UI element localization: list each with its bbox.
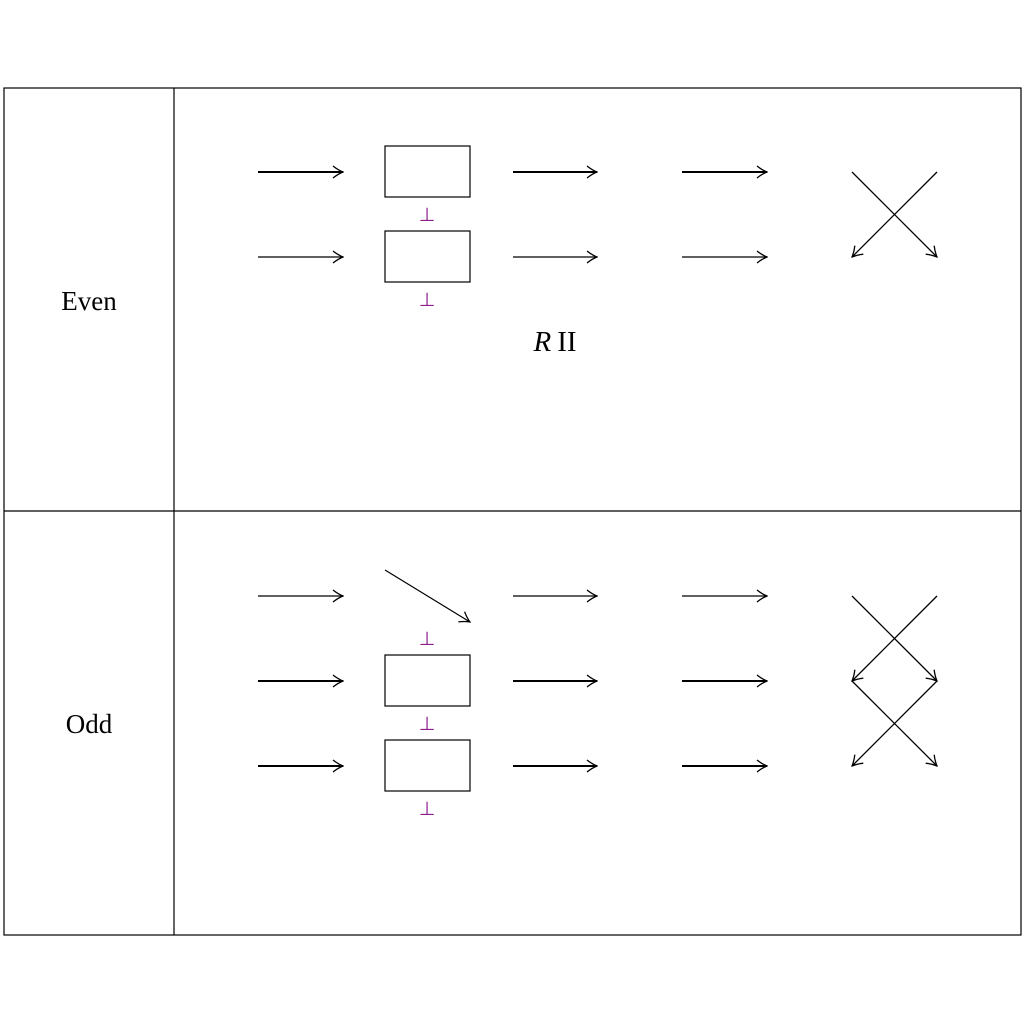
diagonal-arrow	[384, 569, 470, 622]
even-diagram	[258, 145, 938, 283]
crossing-arrow	[852, 680, 938, 766]
odd-perp-marks: ⊥ ⊥ ⊥	[419, 628, 436, 820]
odd-diagram	[258, 569, 938, 792]
perp-symbol: ⊥	[419, 289, 436, 311]
perp-symbol: ⊥	[419, 204, 436, 226]
perp-symbol: ⊥	[419, 713, 436, 735]
row-label-odd: Odd	[66, 709, 113, 739]
annotation-italic: R	[532, 326, 551, 358]
even-perp-marks: ⊥ ⊥	[419, 204, 436, 311]
box	[384, 230, 471, 283]
crossing-arrow	[852, 171, 938, 257]
box	[384, 739, 471, 792]
box	[384, 654, 471, 707]
perp-symbol: ⊥	[419, 628, 436, 650]
perp-symbol: ⊥	[419, 798, 436, 820]
box	[384, 145, 471, 198]
crossing-arrow	[852, 595, 938, 681]
row-label-even: Even	[61, 286, 117, 316]
table-grid	[3, 87, 1022, 936]
annotation-roman: II	[557, 326, 576, 358]
